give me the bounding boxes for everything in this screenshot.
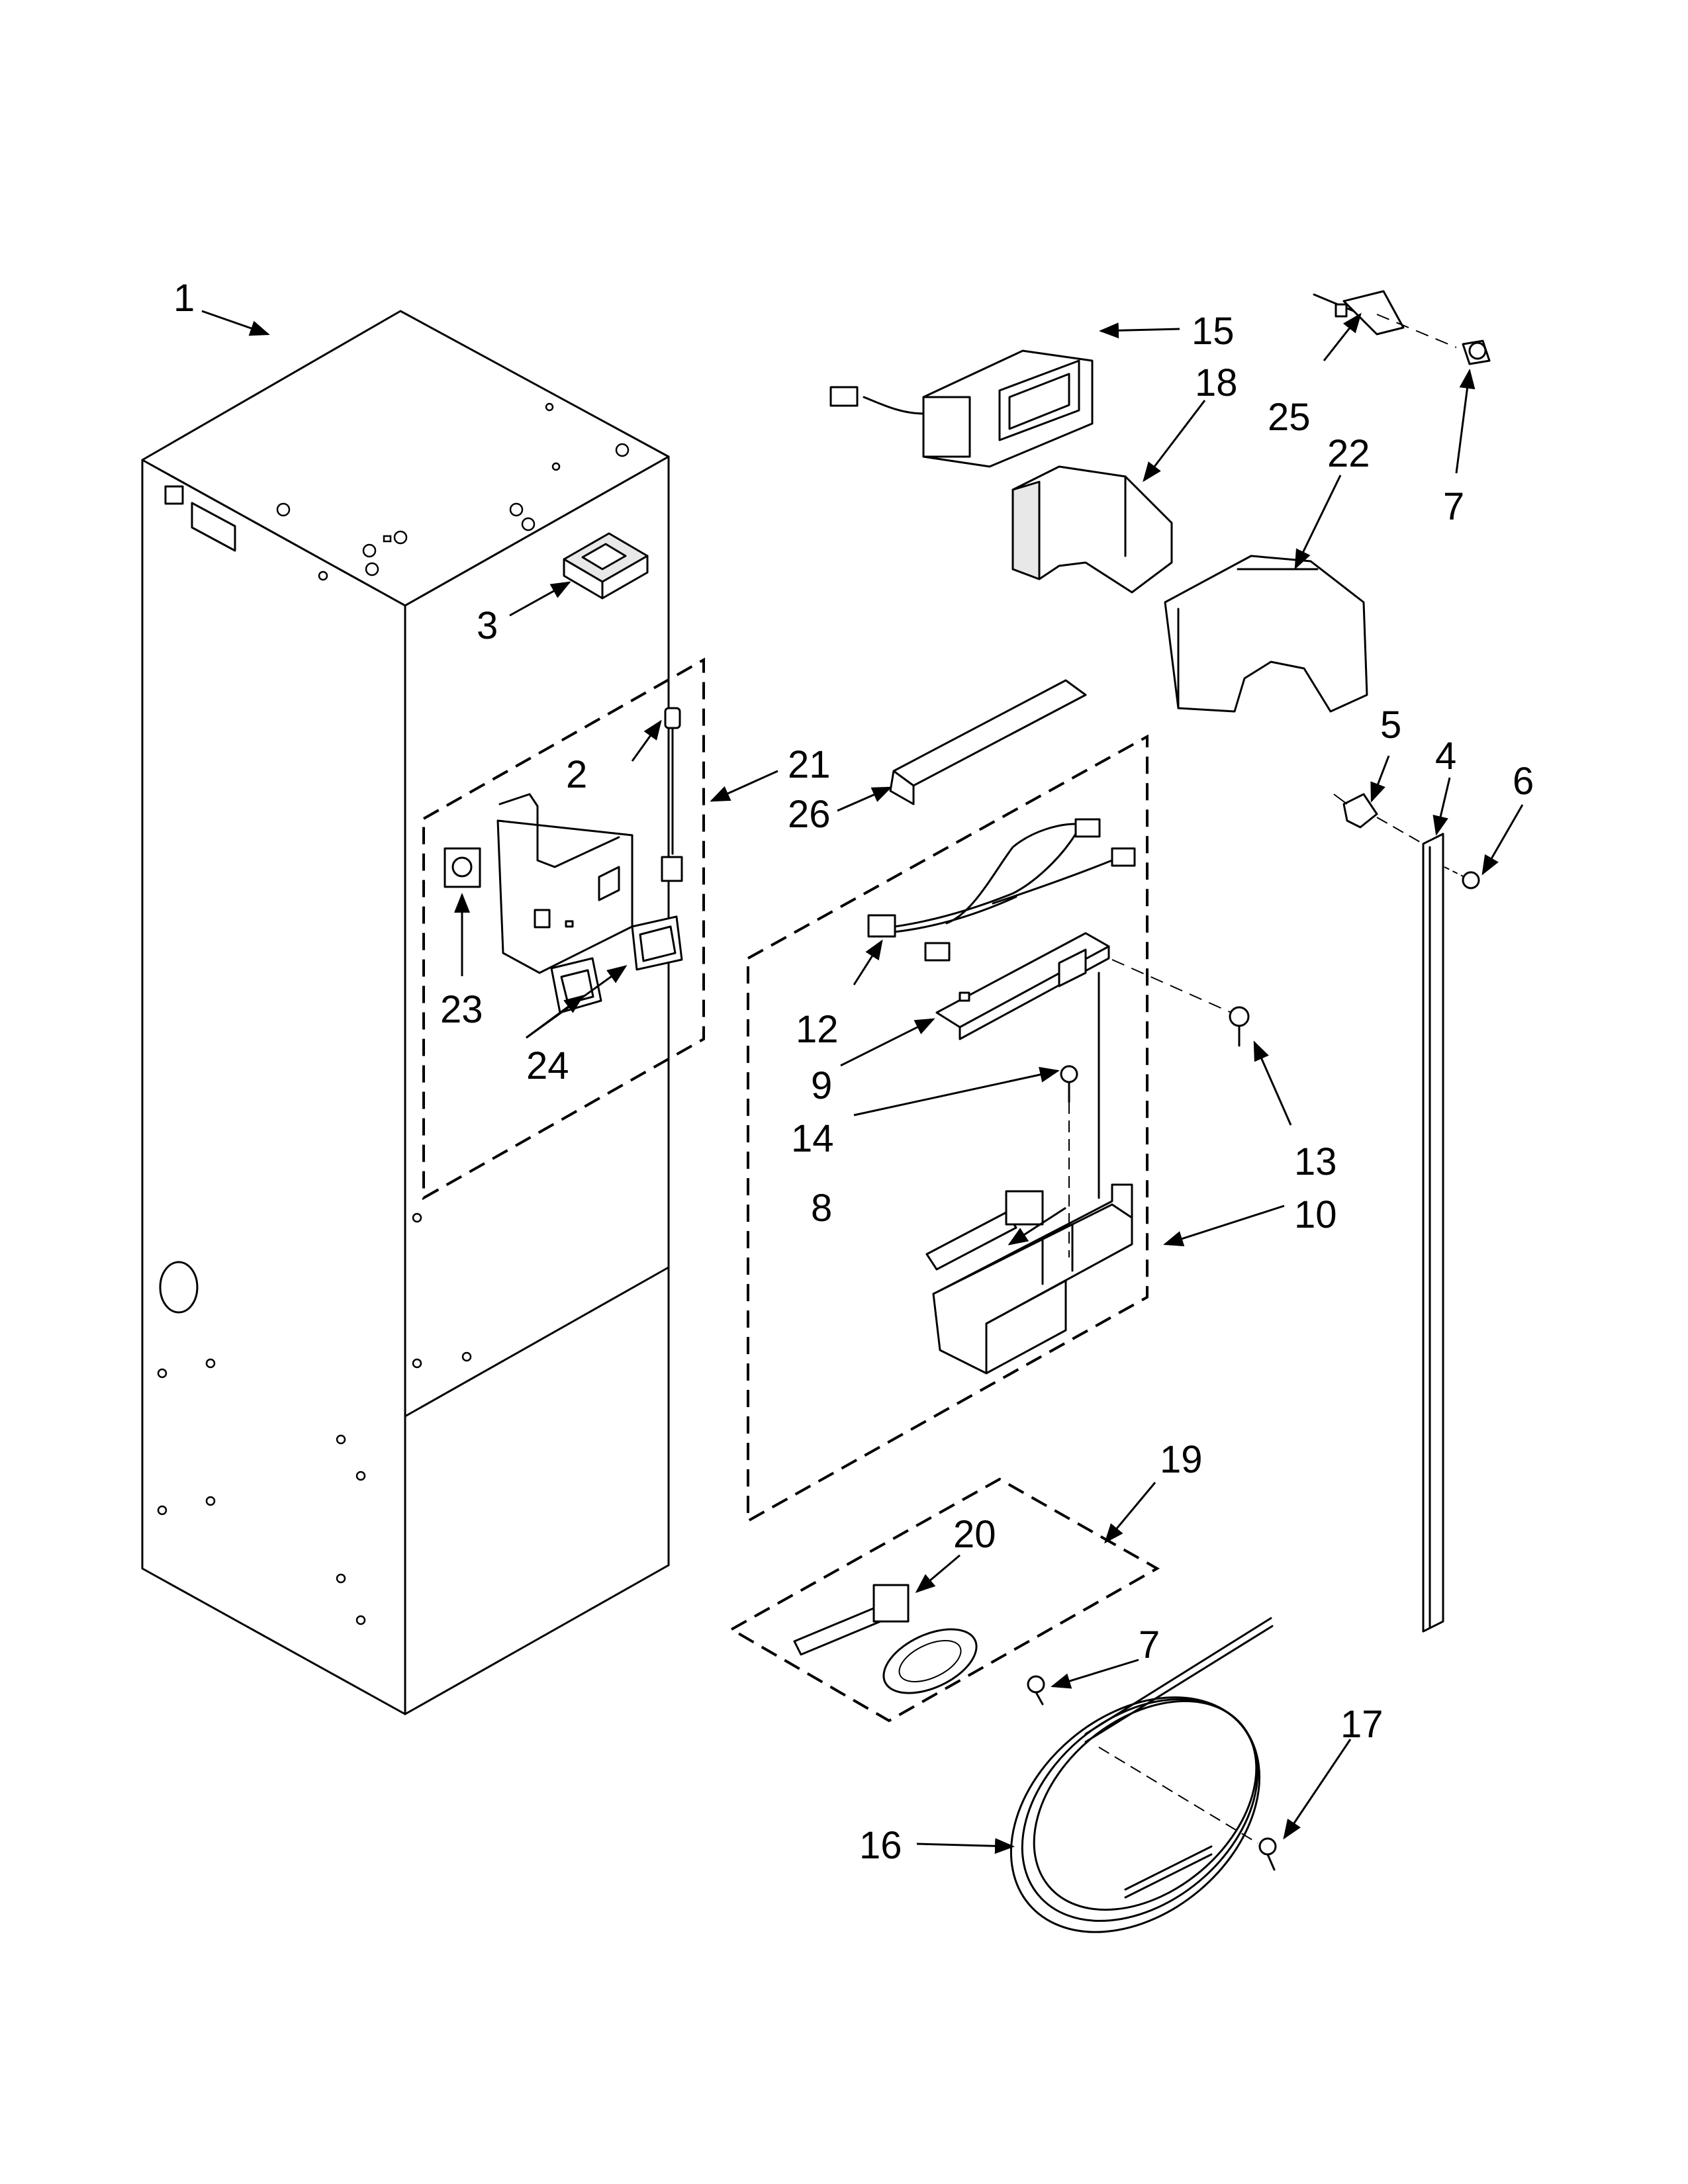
part-25 xyxy=(1313,290,1457,348)
part-4-rail xyxy=(1422,833,1444,1633)
callout-9: 9 xyxy=(811,1064,832,1107)
callout-6: 6 xyxy=(1513,760,1534,803)
part-6-screw xyxy=(1444,866,1480,889)
callout-2: 2 xyxy=(566,753,587,796)
callout-1: 1 xyxy=(173,277,195,320)
cabinet-part xyxy=(141,310,670,1715)
callout-23: 23 xyxy=(440,988,483,1031)
leader-lines xyxy=(201,310,1524,1854)
callout-14: 14 xyxy=(791,1117,834,1160)
callout-7-top: 7 xyxy=(1443,485,1464,528)
callout-17: 17 xyxy=(1340,1703,1383,1746)
callout-labels: 1 2 3 4 5 6 7 7 8 9 10 12 13 14 15 16 17… xyxy=(173,277,1534,1867)
callout-22: 22 xyxy=(1327,432,1370,475)
callout-25: 25 xyxy=(1268,396,1311,439)
callout-12: 12 xyxy=(796,1008,839,1051)
callout-26: 26 xyxy=(788,793,831,836)
part-17-screw xyxy=(1258,1837,1277,1871)
callout-16: 16 xyxy=(859,1824,902,1867)
callout-24: 24 xyxy=(526,1044,569,1087)
callout-3: 3 xyxy=(477,604,498,647)
callout-8: 8 xyxy=(811,1187,832,1230)
control-box-assembly xyxy=(747,679,1250,1524)
part-15 xyxy=(829,349,1094,468)
callout-21: 21 xyxy=(788,743,831,786)
callout-4: 4 xyxy=(1435,735,1456,778)
callout-5: 5 xyxy=(1380,704,1401,747)
screw-7-top xyxy=(1462,340,1491,365)
sensor-assembly-19 xyxy=(728,1477,1160,1723)
part-16-tube xyxy=(1009,1617,1274,1933)
callout-19: 19 xyxy=(1160,1438,1203,1481)
callout-7-bottom: 7 xyxy=(1139,1623,1160,1666)
part-5 xyxy=(1333,793,1424,844)
callout-13: 13 xyxy=(1294,1140,1337,1183)
part-18 xyxy=(1011,465,1173,594)
callout-20: 20 xyxy=(953,1513,996,1556)
callout-10: 10 xyxy=(1294,1193,1337,1236)
callout-15: 15 xyxy=(1192,310,1235,353)
part-22 xyxy=(1164,555,1368,713)
callout-18: 18 xyxy=(1195,361,1238,404)
